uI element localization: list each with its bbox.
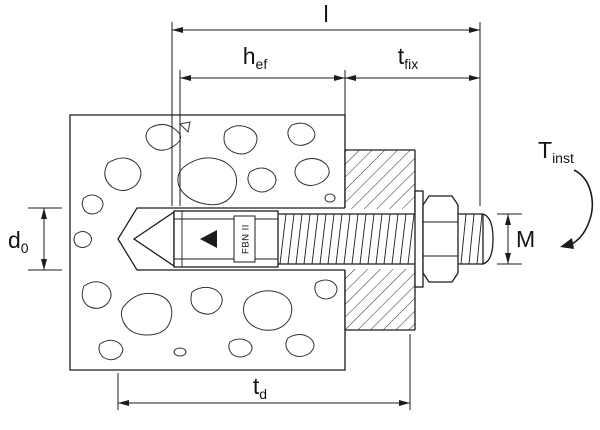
- arrowhead: [172, 27, 183, 33]
- dimension-l: l: [171, 1, 481, 206]
- arrowhead: [505, 253, 511, 264]
- rod-edges: [278, 213, 483, 265]
- torque-arrow-icon: [569, 169, 594, 246]
- arrowhead: [505, 214, 511, 225]
- depth-marker-triangle-icon: [200, 230, 217, 248]
- aggregate-stone: [120, 292, 173, 336]
- aggregate-stone: [324, 193, 336, 203]
- arrowhead: [469, 27, 480, 33]
- arrowhead: [118, 400, 129, 406]
- label-m: M: [516, 226, 535, 252]
- aggregate-stone: [228, 338, 253, 358]
- marking-plate: [233, 215, 256, 263]
- dimension-td-lines: [117, 334, 411, 410]
- sleeve-detail-lines: [174, 211, 278, 267]
- aggregate-stone: [98, 339, 124, 361]
- label-hef: hef: [243, 43, 268, 72]
- arrowhead: [469, 75, 480, 81]
- concrete-block: [69, 114, 346, 371]
- aggregate-stone: [73, 231, 92, 248]
- torque-indicator: Tinst: [538, 137, 594, 249]
- aggregate-stones: [73, 121, 338, 361]
- label-d0: d0: [8, 227, 29, 256]
- expansion-cone: [132, 210, 175, 268]
- nut-facet-lines: [423, 221, 458, 257]
- anchor-sleeve: FBN II: [132, 210, 279, 268]
- arrowhead: [41, 259, 47, 270]
- aggregate-stone: [285, 334, 315, 357]
- label-tinst: Tinst: [538, 137, 574, 166]
- aggregate-stone: [190, 286, 223, 315]
- fixture-outline: [344, 149, 416, 331]
- arrowhead: [399, 400, 410, 406]
- fixture-hatch-top: [345, 150, 415, 209]
- aggregate-stone: [243, 290, 293, 331]
- washer: [414, 190, 424, 288]
- anchor-marking: FBN II: [241, 224, 252, 254]
- threaded-rod: [278, 213, 494, 265]
- dimension-td: td: [117, 334, 411, 410]
- thread-lines-tip: [460, 213, 483, 265]
- arrowhead: [334, 75, 345, 81]
- aggregate-stone: [287, 122, 316, 146]
- fixture-hatch-bottom: [345, 269, 415, 330]
- aggregate-stone: [223, 125, 258, 155]
- sleeve-body: [173, 210, 279, 268]
- label-td: td: [253, 373, 267, 402]
- drill-hole: [117, 207, 345, 271]
- aggregate-stone: [81, 281, 112, 309]
- thread-lines: [279, 213, 415, 265]
- aggregate-stone: [178, 121, 191, 134]
- aggregate-stone: [177, 157, 238, 206]
- label-tfix: tfix: [398, 43, 418, 72]
- concrete-outline: [69, 114, 346, 371]
- aggregate-stone: [247, 167, 277, 193]
- aggregate-stone: [104, 157, 142, 191]
- bolt-end-cap: [482, 213, 494, 265]
- hex-nut: [422, 195, 459, 283]
- nut-body: [422, 195, 459, 283]
- arrowhead: [345, 75, 356, 81]
- label-l: l: [323, 1, 328, 27]
- aggregate-stone: [294, 158, 330, 186]
- arrowhead: [560, 238, 574, 249]
- dimension-m: M: [497, 213, 535, 265]
- aggregate-stone: [81, 194, 104, 215]
- dimension-l-lines: [171, 22, 481, 206]
- dimension-d0: d0: [8, 207, 62, 271]
- aggregate-stone: [145, 124, 181, 151]
- arrowhead: [41, 208, 47, 219]
- aggregate-stone: [173, 347, 187, 357]
- arrowhead: [180, 75, 191, 81]
- aggregate-stone: [314, 279, 338, 300]
- fixture-plate: [344, 149, 416, 331]
- dimension-tfix: tfix: [345, 43, 480, 81]
